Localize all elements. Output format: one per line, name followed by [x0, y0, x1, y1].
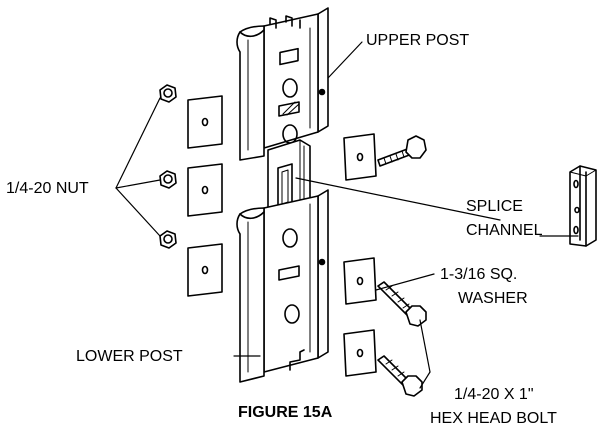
washer-left-1	[187, 95, 223, 149]
leader-bolt-1	[419, 319, 431, 373]
label-splice-line1: SPLICE	[466, 198, 523, 215]
hex-nut-3	[159, 230, 177, 249]
leader-lines	[115, 41, 579, 389]
washer-left-3	[187, 243, 223, 297]
leader-nut-3	[115, 187, 161, 237]
hex-nut-1	[159, 84, 177, 103]
upper-post	[236, 7, 329, 161]
hex-nut-2	[159, 170, 177, 189]
hex-bolt-3	[377, 355, 423, 397]
washer-right-2	[343, 257, 377, 305]
right-washers	[343, 133, 377, 377]
hex-bolts	[377, 135, 427, 397]
leader-bolt-2	[419, 371, 431, 389]
label-washer-line1: 1-3/16 SQ.	[440, 266, 518, 283]
label-upper-post: UPPER POST	[366, 32, 470, 49]
figure-caption: FIGURE 15A	[238, 404, 333, 421]
label-bolt-line2: HEX HEAD BOLT	[430, 410, 557, 427]
washer-right-3	[343, 329, 377, 377]
leader-upper-post	[327, 41, 363, 79]
leader-nut-2	[115, 179, 161, 189]
hex-nuts	[159, 84, 177, 249]
left-washers	[187, 95, 223, 297]
leader-splice	[295, 177, 501, 221]
washer-right-1	[343, 133, 377, 181]
leader-washer	[375, 273, 435, 291]
splice-channel-detail	[569, 165, 597, 247]
label-lower-post: LOWER POST	[76, 348, 183, 365]
washer-left-2	[187, 163, 223, 217]
leader-nut-1	[115, 97, 161, 189]
lower-post	[236, 189, 329, 383]
hex-bolt-1	[377, 135, 427, 167]
hex-bolt-2	[377, 281, 427, 327]
label-nut: 1/4-20 NUT	[6, 180, 89, 197]
label-splice-line2: CHANNEL	[466, 222, 543, 239]
label-washer-line2: WASHER	[458, 290, 528, 307]
label-bolt-line1: 1/4-20 X 1"	[454, 386, 534, 403]
